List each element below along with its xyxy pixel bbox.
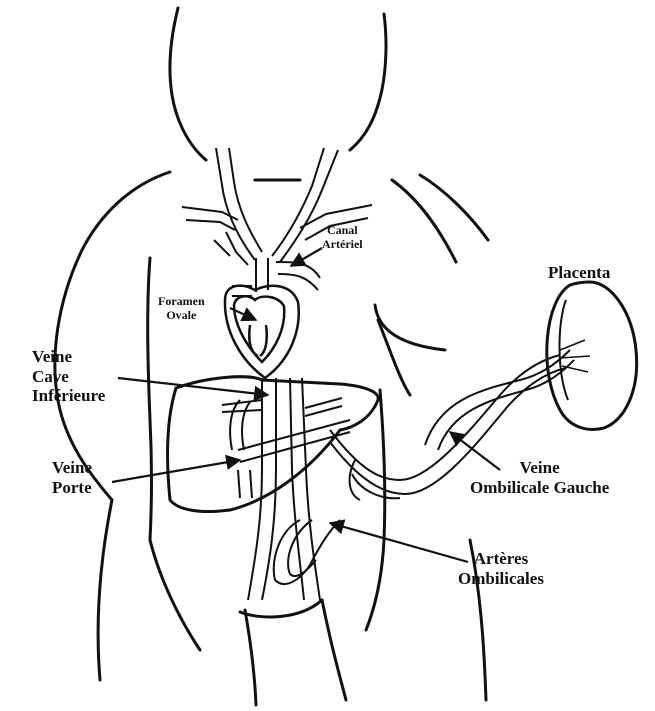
placenta-disc-icon bbox=[547, 282, 637, 429]
great-vessels bbox=[182, 148, 372, 296]
heart-icon bbox=[225, 286, 299, 378]
arrow-icon bbox=[291, 248, 322, 266]
arrow-icon bbox=[112, 460, 240, 482]
label-canal-arteriel: Canal Artériel bbox=[322, 224, 363, 252]
label-veine-porte: Veine Porte bbox=[52, 458, 92, 497]
liver-outline bbox=[168, 377, 379, 512]
body-outline bbox=[55, 8, 488, 705]
label-arteres-ombilicales: Artères Ombilicales bbox=[458, 549, 544, 588]
label-veine-ombilicale-gauche: Veine Ombilicale Gauche bbox=[470, 458, 609, 497]
label-placenta: Placenta bbox=[548, 263, 610, 283]
arrow-icon bbox=[118, 378, 268, 395]
label-veine-cave-inferieure: Veine Cave Inférieure bbox=[32, 347, 105, 406]
arrow-icon bbox=[330, 523, 468, 562]
label-foramen-ovale: Foramen Ovale bbox=[158, 295, 205, 323]
descending-vessels bbox=[222, 378, 350, 600]
